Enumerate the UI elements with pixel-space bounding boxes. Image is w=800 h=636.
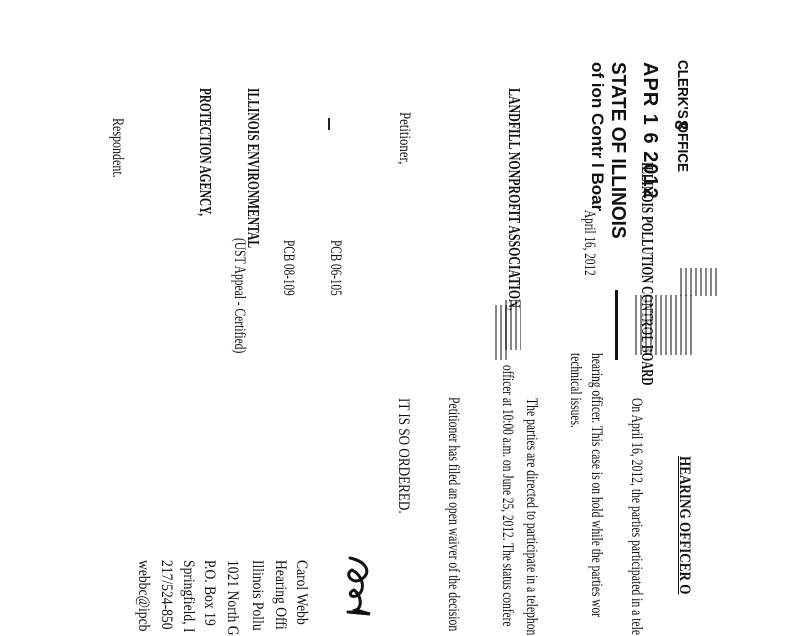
signer-city: Springfield, I — [180, 560, 197, 633]
so-ordered: IT IS SO ORDERED. — [395, 398, 412, 514]
party-respondent-name-2: PROTECTION AGENCY, — [196, 88, 215, 217]
stamp-board: of ion Contr l Boar — [588, 62, 607, 212]
case-number-2: PCB 08-109 — [280, 240, 297, 296]
stamp-clerk-office: CLERK'S OFFICE — [674, 60, 691, 172]
stamp-bracket — [615, 290, 618, 360]
party-respondent-name: ILLINOIS ENVIRONMENTAL — [244, 88, 263, 249]
para2-line2: officer at 10:00 a.m. on June 25, 2012. … — [499, 365, 516, 627]
signature — [346, 556, 371, 616]
order-heading: HEARING OFFICER O — [676, 456, 693, 595]
para1-line3: technical issues. — [567, 353, 584, 428]
scan-noise-3 — [505, 300, 521, 350]
signer-name: Carol Webb — [293, 560, 310, 625]
para1-line1: On April 16, 2012, the parties participa… — [628, 398, 645, 636]
respondent-label: Respondent. — [109, 118, 126, 178]
signer-pobox: P.O. Box 19 — [201, 560, 218, 626]
stamp-state: STATE OF ILLINOIS — [607, 62, 629, 239]
scan-noise-1 — [635, 295, 695, 355]
petitioner-label: Petitioner, — [396, 112, 413, 165]
para3-line1: Petitioner has filed an open waiver of t… — [445, 397, 462, 632]
signer-title: Hearing Offi — [272, 560, 289, 630]
scan-noise-4 — [495, 305, 507, 360]
caption-mark — [328, 118, 330, 130]
signer-phone: 217/524-850 — [158, 560, 175, 630]
party-petitioner-name: LANDFILL NONPROFIT ASSOCIATION, — [505, 88, 524, 311]
case-type: (UST Appeal - Certified) — [231, 238, 248, 354]
scan-noise-2 — [680, 268, 720, 296]
signer-agency: Illinois Pollu — [249, 560, 266, 631]
order-date: April 16, 2012 — [581, 210, 598, 276]
para1-line2: hearing officer. This case is on hold wh… — [588, 353, 605, 618]
para2-line1: The parties are directed to participate … — [523, 398, 540, 636]
signer-street: 1021 North G — [224, 560, 241, 636]
signer-email: webbc@ipcb — [135, 560, 152, 632]
case-number-1: PCB 06-105 — [327, 240, 344, 296]
